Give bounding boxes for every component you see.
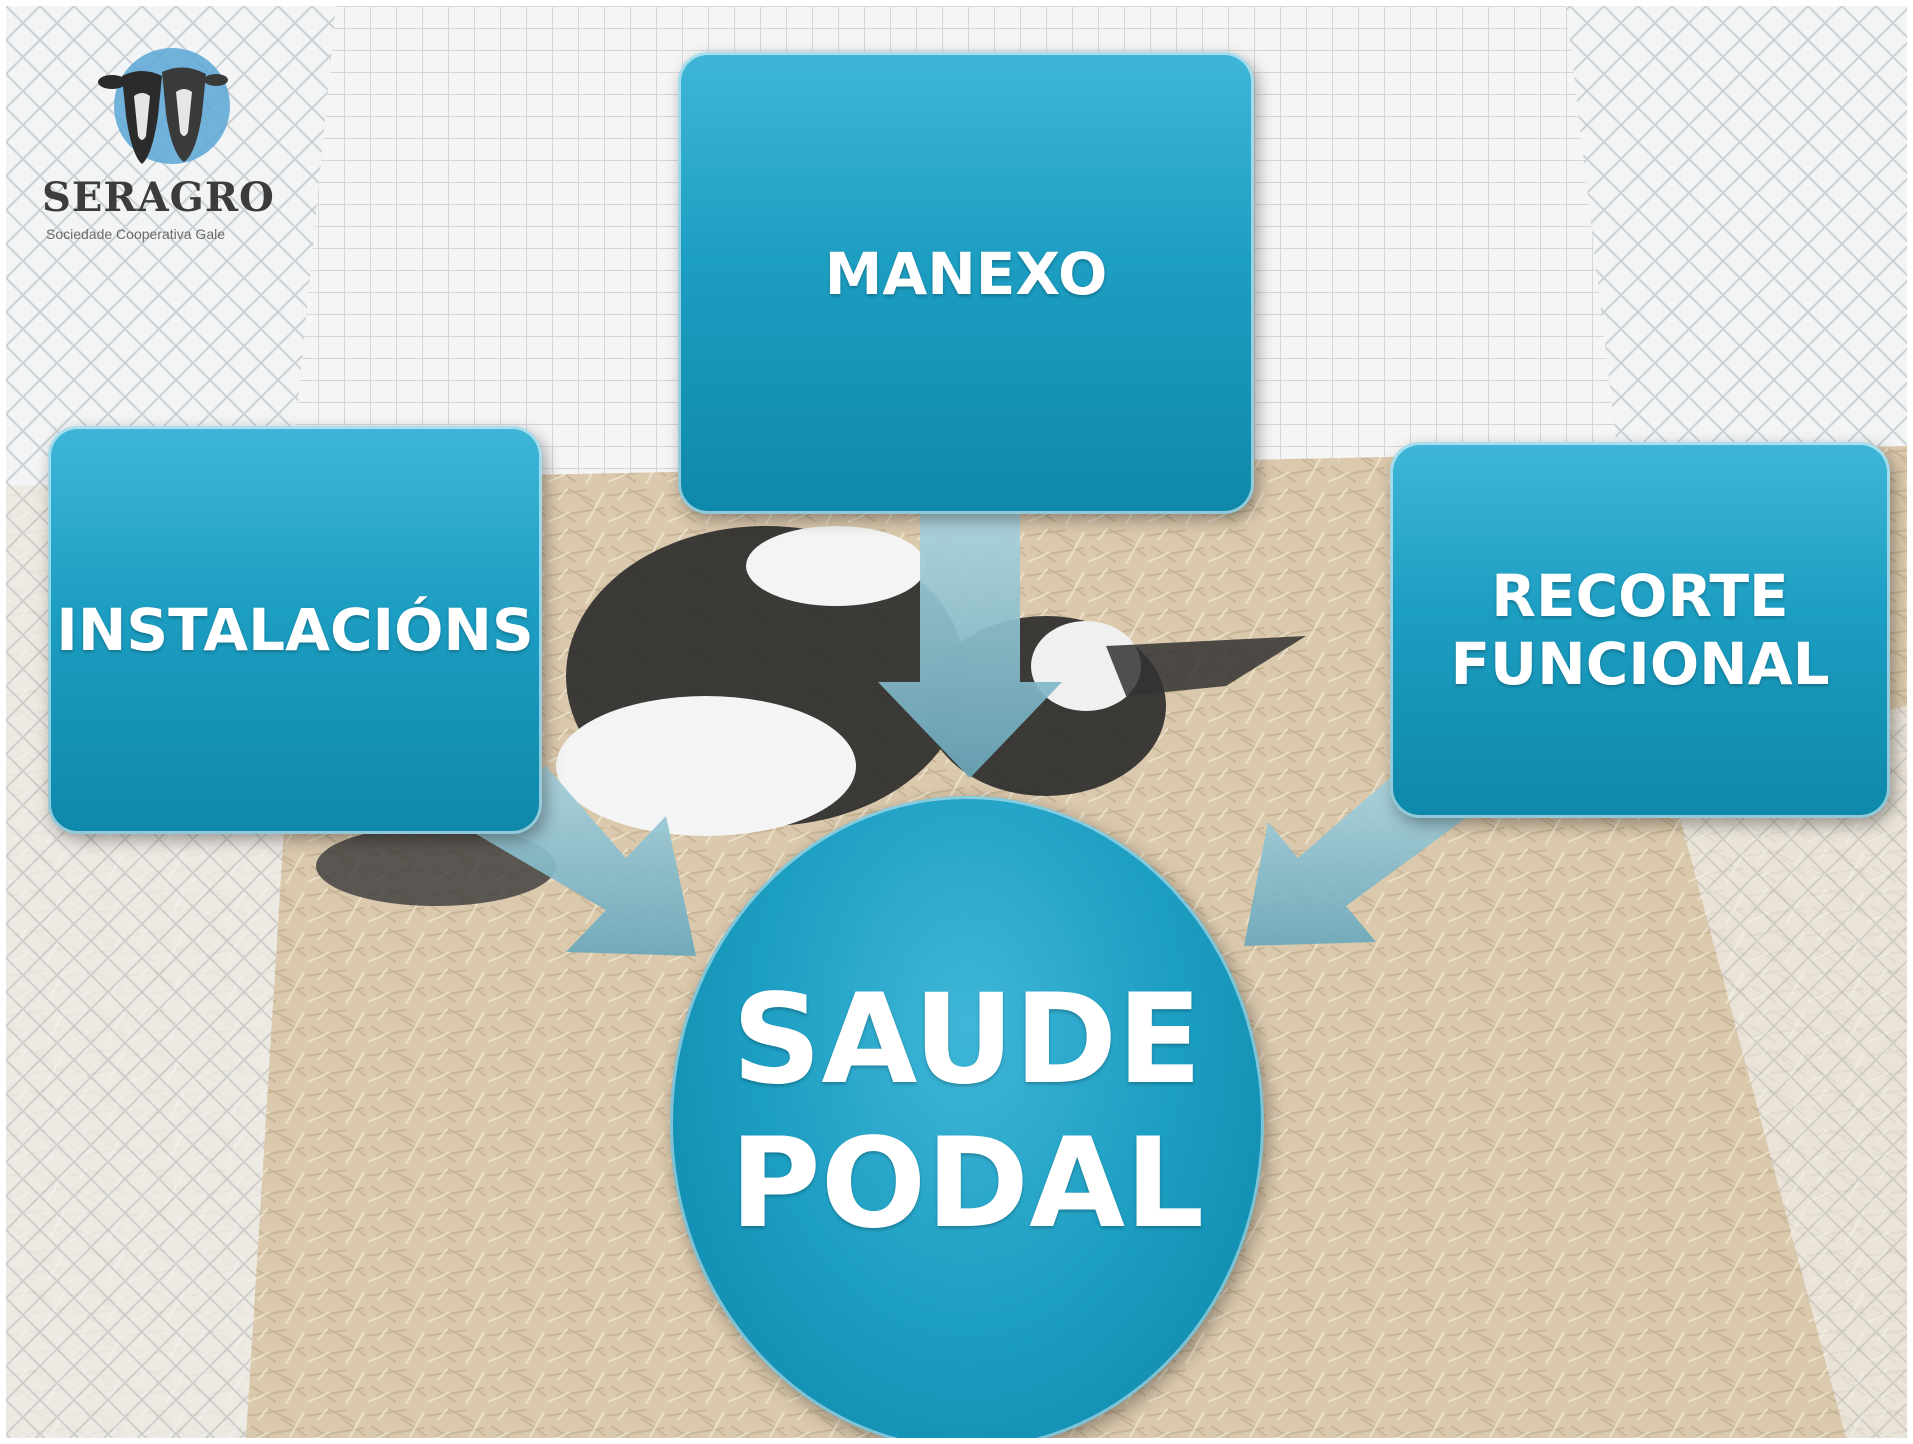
node-saude-podal: SAUDE PODAL <box>670 796 1264 1438</box>
seragro-logo: SERAGRO Sociedade Cooperativa Gale <box>42 46 275 256</box>
logo-tagline: Sociedade Cooperativa Gale <box>46 226 226 242</box>
logo-name: SERAGRO <box>42 174 275 221</box>
node-manexo-label: MANEXO <box>824 240 1108 308</box>
slide: SERAGRO Sociedade Cooperativa Gale INSTA… <box>6 6 1907 1438</box>
node-saude-podal-label: SAUDE PODAL <box>729 968 1205 1256</box>
node-manexo: MANEXO <box>678 52 1254 514</box>
node-instalacions-label: INSTALACIÓNS <box>56 595 534 664</box>
cow-heads-icon <box>98 48 230 164</box>
node-recorte-funcional: RECORTE FUNCIONAL <box>1390 442 1890 818</box>
node-recorte-funcional-label: RECORTE FUNCIONAL <box>1450 561 1830 698</box>
node-instalacions: INSTALACIÓNS <box>48 426 542 834</box>
